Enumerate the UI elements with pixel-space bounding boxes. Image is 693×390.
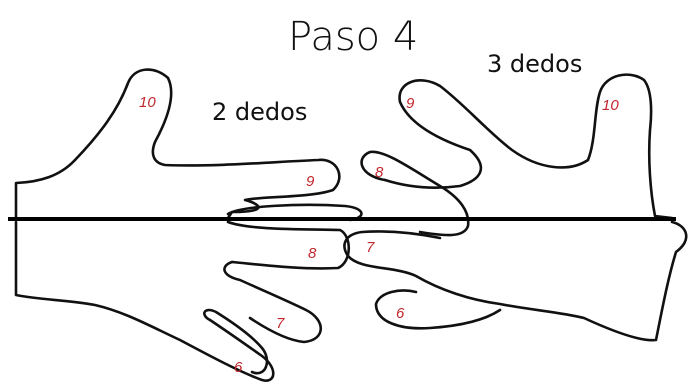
number-label: 9 (406, 95, 415, 112)
left-hand-caption: 2 dedos (212, 98, 307, 126)
left-top-hand-outline (14, 68, 341, 220)
left-bottom-index-finger (226, 220, 351, 270)
right-top-middle-finger (360, 150, 470, 237)
number-label: 7 (366, 239, 375, 256)
left-top-index-finger (226, 203, 363, 222)
number-label: 10 (602, 97, 619, 114)
left-bottom-ring-finger (203, 308, 269, 375)
number-label: 6 (396, 305, 405, 322)
left-bottom-hand: 8 7 6 (14, 220, 351, 382)
number-label: 9 (306, 173, 315, 190)
number-label: 8 (308, 245, 317, 262)
right-hand-caption: 3 dedos (487, 50, 582, 78)
right-top-hand: 9 8 10 (360, 73, 674, 237)
number-label: 6 (234, 359, 243, 376)
number-label: 8 (375, 164, 384, 181)
right-bottom-middle-finger (374, 289, 502, 330)
left-top-hand: 10 9 (14, 68, 363, 222)
left-bottom-hand-outline (14, 220, 275, 382)
number-label: 10 (139, 94, 156, 111)
right-bottom-hand-outline (343, 220, 688, 342)
left-bottom-middle-finger (223, 260, 322, 344)
page-title: Paso 4 (288, 14, 418, 60)
number-label: 7 (276, 315, 285, 332)
right-top-hand-outline (383, 73, 674, 220)
right-bottom-hand: 7 6 (343, 220, 688, 342)
